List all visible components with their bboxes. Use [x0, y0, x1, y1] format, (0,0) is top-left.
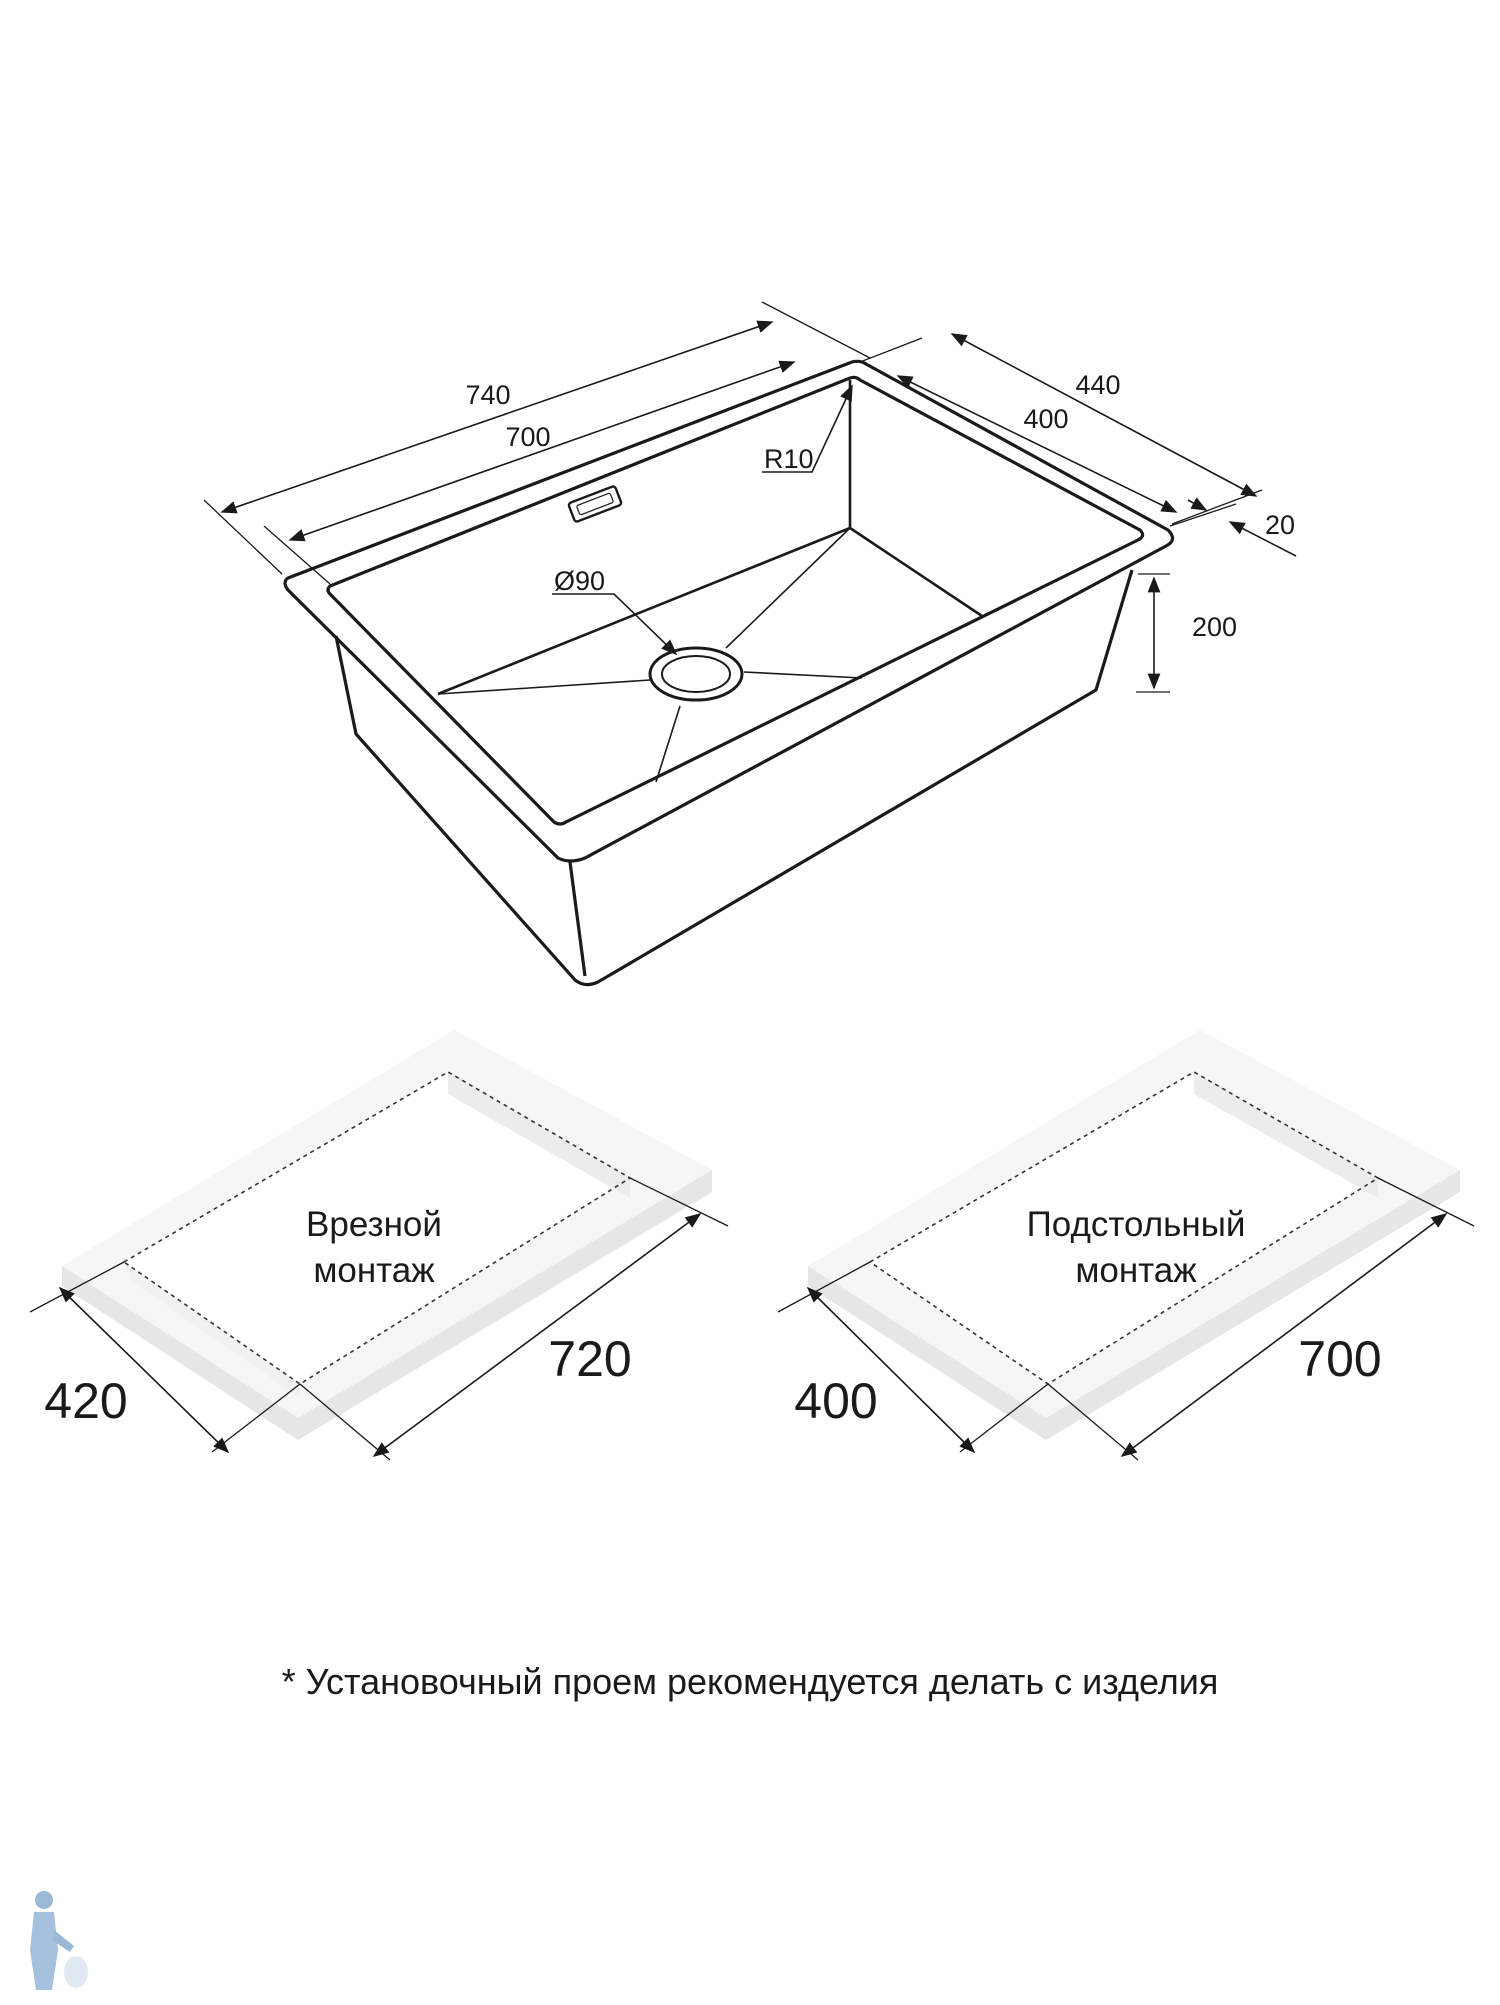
undermount-diagram: 400 700 Подстольный монтаж: [777, 1030, 1475, 1461]
flush-title-line1: Врезной: [306, 1205, 442, 1244]
flush-mount-diagram: 420 720 Врезной монтаж: [29, 1030, 729, 1461]
undermount-width-label: 400: [794, 1373, 877, 1429]
dim-overall-length: 740: [465, 380, 510, 410]
sink-drawing: [283, 359, 1175, 987]
dim-bowl-width: 400: [1023, 404, 1068, 434]
overflow-badge: [567, 485, 623, 523]
undermount-title-line1: Подстольный: [1027, 1205, 1246, 1244]
footnote: * Установочный проем рекомендуется делат…: [282, 1661, 1219, 1702]
flush-title-line2: монтаж: [313, 1251, 435, 1290]
undermount-length-label: 700: [1298, 1331, 1381, 1387]
plumber-logo-icon: [30, 1891, 88, 1990]
undermount-title-line2: монтаж: [1075, 1251, 1197, 1290]
sink-dimensions: 740 700 440 400 20 200 R10 Ø90: [203, 301, 1297, 693]
dim-rim-width: 20: [1265, 510, 1295, 540]
dim-bowl-length: 700: [505, 422, 550, 452]
dim-depth: 200: [1192, 612, 1237, 642]
sink-bowl-edge: [326, 375, 1145, 826]
sink-outer-rim: [283, 359, 1175, 863]
drain-outer: [648, 646, 744, 702]
flush-width-label: 420: [44, 1373, 127, 1429]
dim-drain-diameter: Ø90: [554, 566, 605, 596]
drain-inner: [661, 655, 731, 693]
flush-length-label: 720: [548, 1331, 631, 1387]
dim-overall-width: 440: [1075, 370, 1120, 400]
dim-corner-radius: R10: [764, 444, 814, 474]
